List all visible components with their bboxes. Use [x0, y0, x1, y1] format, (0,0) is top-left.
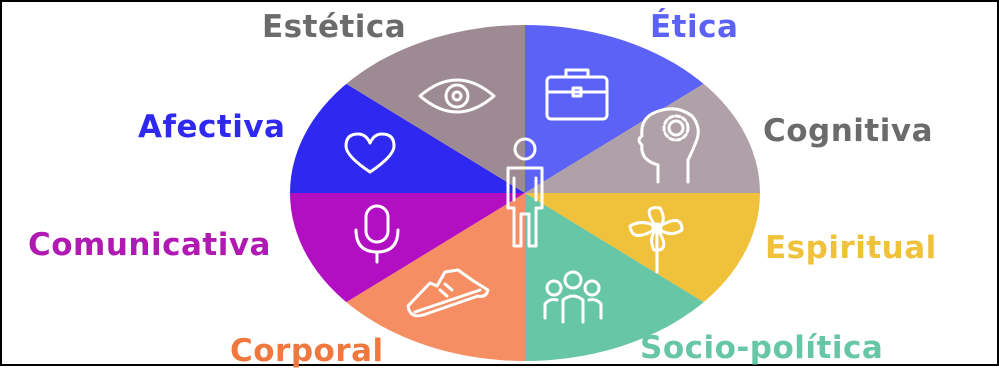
pinwheel-icon: [628, 206, 684, 274]
sneaker-icon: [406, 268, 490, 318]
microphone-icon: [354, 204, 400, 264]
heart-icon: [344, 132, 396, 174]
eye-icon: [418, 78, 496, 114]
label-corporal: Corporal: [230, 333, 384, 369]
people-group-icon: [543, 270, 603, 324]
label-espiritual: Espiritual: [765, 230, 937, 266]
label-cognitiva: Cognitiva: [763, 113, 934, 149]
head-gear-icon: [637, 107, 700, 184]
label-etica: Ética: [650, 9, 739, 45]
label-comunicativa: Comunicativa: [28, 227, 271, 263]
briefcase-icon: [545, 68, 609, 121]
label-afectiva: Afectiva: [138, 109, 286, 145]
label-estetica: Estética: [262, 9, 407, 45]
label-sociopolitica: Socio-política: [640, 330, 884, 366]
person-icon: [506, 137, 544, 248]
